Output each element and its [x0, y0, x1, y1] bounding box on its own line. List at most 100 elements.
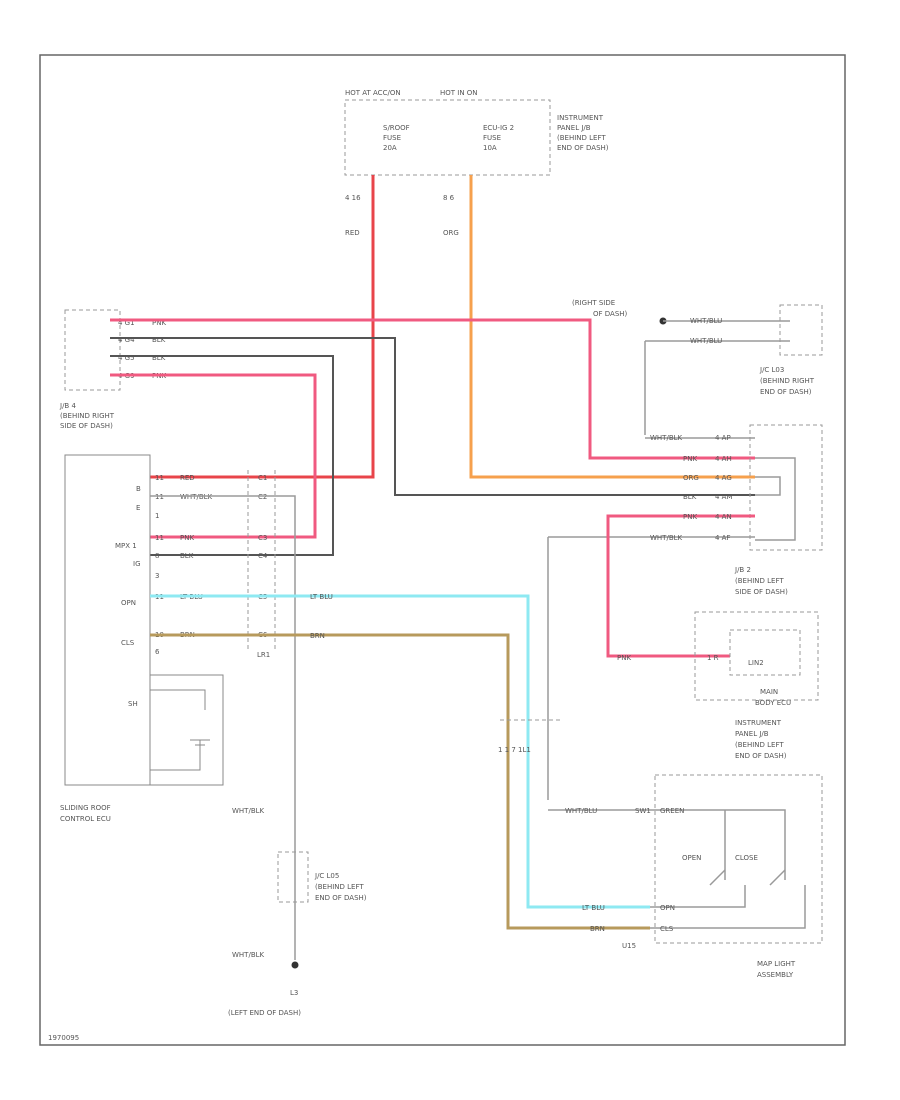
l3-label: L3 — [290, 989, 298, 997]
wht-blu-ground-wire — [644, 320, 790, 435]
ecu-pinno-4: 11 — [155, 534, 164, 542]
ecu-wire-pnk: PNK — [180, 534, 194, 542]
cls-sw-label: CLS — [660, 925, 674, 933]
ip-jb2-label-4: END OF DASH) — [735, 752, 787, 760]
ecu-pin-opn: OPN — [121, 599, 136, 607]
jb4-c1: 4 G1 — [118, 319, 135, 327]
map-label-2: ASSEMBLY — [757, 971, 794, 979]
map-label-1: MAP LIGHT — [757, 960, 796, 968]
ecu-pinno-5: 8 — [155, 552, 159, 560]
jb-right-p1: 4 AP — [715, 434, 731, 442]
pin-1r: 1 R — [707, 654, 719, 662]
ecu-pinno-3: 1 — [155, 512, 159, 520]
ecu-pinno-6: 3 — [155, 572, 159, 580]
ecu-pin-b: B — [136, 485, 141, 493]
pnk-wire-top — [110, 318, 755, 460]
lr1-label: LR1 — [257, 651, 270, 659]
hot-at-acc-label: HOT AT ACC/ON — [345, 89, 401, 97]
pin-sw1: SW1 — [635, 807, 651, 815]
ip-jb-label-2: PANEL J/B — [557, 124, 591, 132]
wht-blk-label-a: WHT/BLK — [232, 807, 265, 815]
ip-jb2-label-2: PANEL J/B — [735, 730, 769, 738]
wht-blu-label-2: WHT/BLU — [690, 337, 722, 345]
jcl05-label-3: END OF DASH) — [315, 894, 367, 902]
jb2-label-3: SIDE OF DASH) — [735, 588, 788, 596]
conn-c2: C2 — [258, 493, 267, 501]
jb-right-p6: 4 AF — [715, 534, 731, 542]
conn-c4: C4 — [258, 552, 268, 560]
lin2-label: LIN2 — [748, 659, 764, 667]
wht-blk-ground-wire — [150, 495, 296, 960]
jb-right-p2: 4 AH — [715, 455, 732, 463]
ecu-wire-red: RED — [180, 474, 195, 482]
jb-right-p4: 4 AM — [715, 493, 733, 501]
ecu-pinno-1: 11 — [155, 474, 164, 482]
jb2-box — [694, 611, 819, 701]
close-switch — [650, 869, 806, 929]
sh-sensor-box — [149, 674, 224, 786]
red-feed-wire — [150, 175, 375, 479]
ecu-pinno-9: 6 — [155, 648, 160, 656]
jb4-c2: 4 G4 — [118, 336, 135, 344]
jcl05-label-2: (BEHIND LEFT — [315, 883, 364, 891]
org-wire-label: ORG — [443, 229, 459, 237]
wht-blu-bottom-wire — [548, 809, 786, 880]
ecu-pin-mpx: MPX 1 — [115, 542, 137, 550]
jb-right-p5: 4 AN — [715, 513, 732, 521]
jb4-w1: PNK — [152, 319, 166, 327]
conn-c3: C3 — [258, 534, 267, 542]
pnk-wire-to-main-ecu — [606, 514, 755, 658]
right-jb-box — [749, 424, 823, 551]
jb4-w3: BLK — [152, 354, 166, 362]
main-ecu-label-1: MAIN — [760, 688, 778, 696]
jc-label-2: (BEHIND RIGHT — [760, 377, 815, 385]
open-switch — [650, 869, 746, 908]
fuse2-label-c: 10A — [483, 144, 497, 152]
green-label: GREEN — [660, 807, 684, 815]
jb-right-w3: ORG — [683, 474, 699, 482]
ecu-pin-e: E — [136, 504, 140, 512]
right-side-label-1: (RIGHT SIDE — [572, 299, 615, 307]
ip-jb2-label-1: INSTRUMENT — [735, 719, 782, 727]
jc-label-1: J/C L03 — [759, 366, 784, 374]
red-wire-label: RED — [345, 229, 360, 237]
fuse1-label-b: FUSE — [383, 134, 401, 142]
jb2-label-2: (BEHIND LEFT — [735, 577, 784, 585]
ip-jb2-label-3: (BEHIND LEFT — [735, 741, 784, 749]
jc-l05-box — [277, 851, 309, 903]
hot-in-on-label: HOT IN ON — [440, 89, 478, 97]
l3-label-2: (LEFT END OF DASH) — [228, 1009, 301, 1017]
fuse1-label-a: S/ROOF — [383, 124, 410, 132]
jb-right-loop-2 — [755, 476, 781, 496]
ecu-wire-blk: BLK — [180, 552, 194, 560]
fuse-box — [344, 99, 551, 176]
pnk-wire-2 — [110, 373, 317, 539]
sh-switch-symbol — [150, 689, 210, 771]
pin-bottom-label: 1 1 7 1L1 — [498, 746, 531, 754]
pin-8-6: 8 6 — [443, 194, 455, 202]
conn-c1: C1 — [258, 474, 267, 482]
ecu-pin-sh: SH — [128, 700, 138, 708]
wht-blk-label-b: WHT/BLK — [232, 951, 265, 959]
jc-l03-box — [779, 304, 823, 356]
right-side-label-2: OF DASH) — [593, 310, 628, 318]
wht-blu-label-1: WHT/BLU — [690, 317, 722, 325]
lr1-connector — [247, 470, 276, 650]
ground-l3 — [291, 961, 299, 969]
jb4-label-2: (BEHIND RIGHT — [60, 412, 115, 420]
jb-right-w2: PNK — [683, 455, 697, 463]
ecu-pinno-2: 11 — [155, 493, 164, 501]
ip-jb-label-4: END OF DASH) — [557, 144, 609, 152]
ecu-wire-whtblk: WHT/BLK — [180, 493, 213, 501]
wht-blk-right-2 — [547, 536, 755, 800]
fuse2-label-a: ECU-IG 2 — [483, 124, 514, 132]
jb-right-p3: 4 AG — [715, 474, 732, 482]
lt-blu-sw-label: LT BLU — [582, 904, 605, 912]
ip-jb-label-1: INSTRUMENT — [557, 114, 604, 122]
sliding-roof-ecu-box — [64, 454, 151, 786]
opn-sw-label: OPN — [660, 904, 675, 912]
brn-mid-label: BRN — [310, 632, 325, 640]
ecu-name-1: SLIDING ROOF — [60, 804, 111, 812]
jcl05-label-1: J/C L05 — [314, 872, 339, 880]
